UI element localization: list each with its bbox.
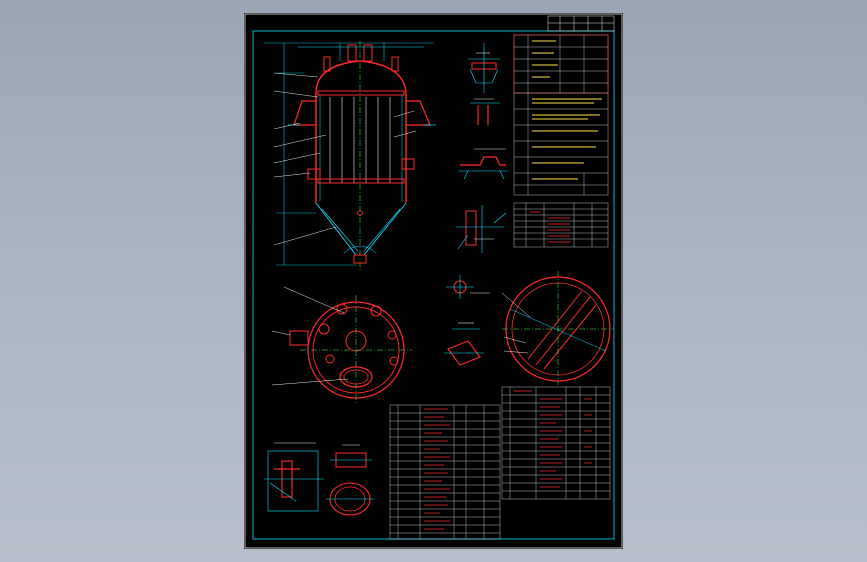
- vessel-elevation: [264, 41, 436, 271]
- vessel-plan-view: [271, 286, 412, 405]
- drawing-sheet: [244, 13, 623, 549]
- outer-frame: [244, 13, 623, 549]
- nozzle-table: [513, 202, 609, 248]
- parts-list-left: [389, 404, 501, 540]
- corner-title-strip: [547, 15, 615, 32]
- detail-view-i: [326, 444, 374, 516]
- spec-table-text-rows: [532, 40, 602, 180]
- detail-view-c: [458, 148, 508, 180]
- nozzle-table-red-text: [530, 211, 570, 243]
- detail-view-h: [264, 442, 324, 512]
- detail-view-g: [444, 340, 484, 366]
- parts-list-left-text: [424, 408, 450, 530]
- parts-list-right: [501, 386, 611, 500]
- parts-list-right-text: [514, 390, 592, 488]
- detail-view-b: [470, 98, 500, 125]
- drawing-canvas: [244, 13, 623, 549]
- detail-view-f: [452, 322, 480, 330]
- technical-spec-table: [513, 34, 609, 196]
- tube-sheet-plan-view: [501, 271, 614, 385]
- detail-view-a: [468, 43, 500, 93]
- detail-view-e: [446, 275, 490, 299]
- detail-view-d: [456, 205, 507, 253]
